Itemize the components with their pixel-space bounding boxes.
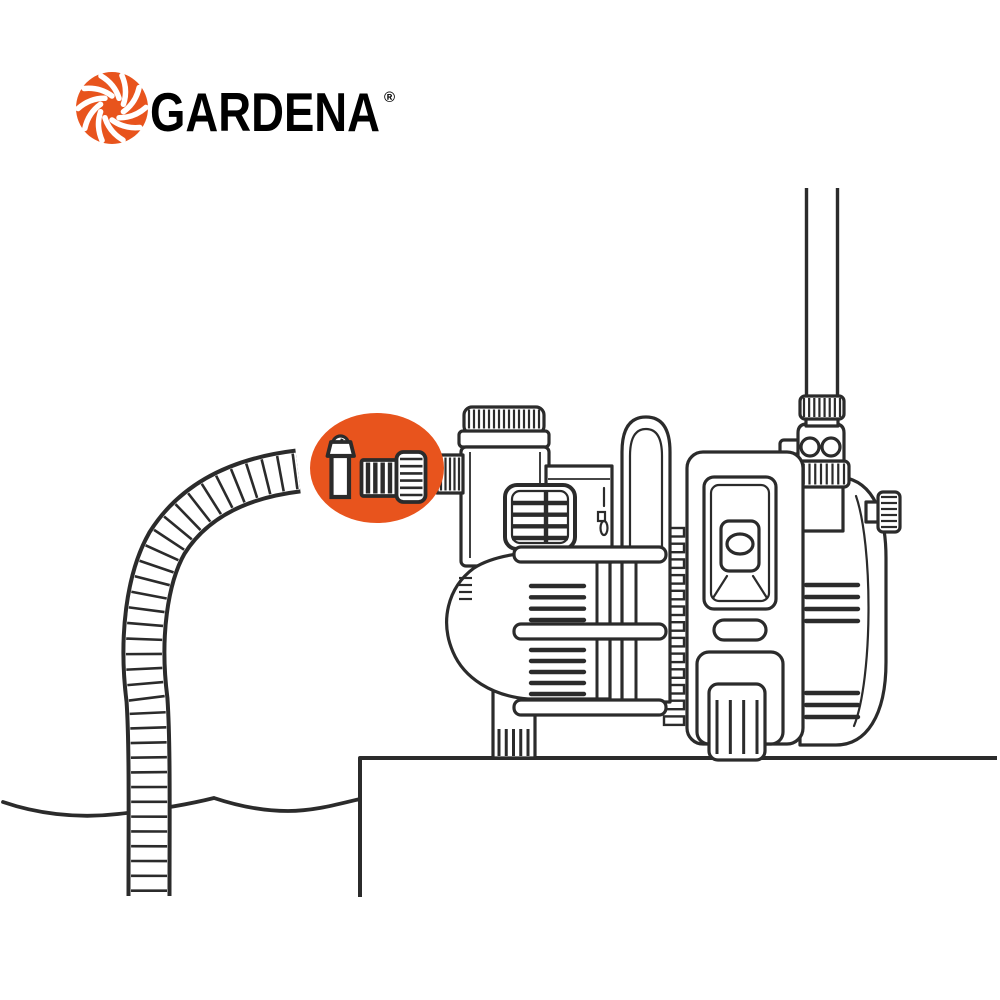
intake-grate	[503, 483, 577, 551]
control-button	[725, 532, 755, 556]
frame-rails	[512, 545, 668, 717]
motor-foot-hatch	[715, 700, 759, 754]
motor-body	[685, 450, 805, 762]
cooling-fins-lower	[803, 690, 861, 720]
outlet-nut-ribs	[796, 463, 846, 485]
gardena-logo: GARDENA ®	[75, 72, 395, 144]
connector-hole-right	[820, 436, 842, 458]
filter-cap-ribs	[467, 409, 541, 429]
hose-corrugation-ribs	[125, 453, 299, 892]
left-foot-hatch	[497, 729, 530, 756]
vent-slot	[712, 618, 768, 642]
vent-slats-upper	[528, 583, 587, 623]
parts-callout	[310, 413, 444, 523]
cooling-fins-upper	[803, 582, 861, 624]
vent-slats-lower	[528, 647, 587, 697]
outlet-pipe	[799, 483, 845, 533]
union-nut-ribs	[400, 457, 423, 497]
rear-housing	[778, 438, 902, 747]
check-valve-part	[325, 434, 356, 500]
garden-pump	[435, 188, 902, 762]
sun-flower-icon-petal-slits	[75, 72, 149, 144]
ledge-platform	[358, 756, 997, 897]
grate-bars	[512, 500, 568, 541]
union-nut	[394, 450, 428, 504]
brand-wordmark: GARDENA	[150, 81, 380, 143]
connector-thread-ribs	[365, 462, 393, 494]
hose-connector-part	[359, 450, 428, 504]
connector-hole-left	[799, 436, 821, 458]
suction-hose	[121, 448, 302, 897]
motor-foot	[707, 682, 767, 762]
hose-nut-ribs	[802, 398, 842, 417]
registered-trademark-symbol: ®	[384, 89, 395, 106]
hose-union-nut	[798, 394, 846, 421]
housing-mini-ribs	[459, 576, 472, 601]
drain-knob-ribs	[881, 495, 897, 529]
water-surface-line	[1, 796, 362, 818]
